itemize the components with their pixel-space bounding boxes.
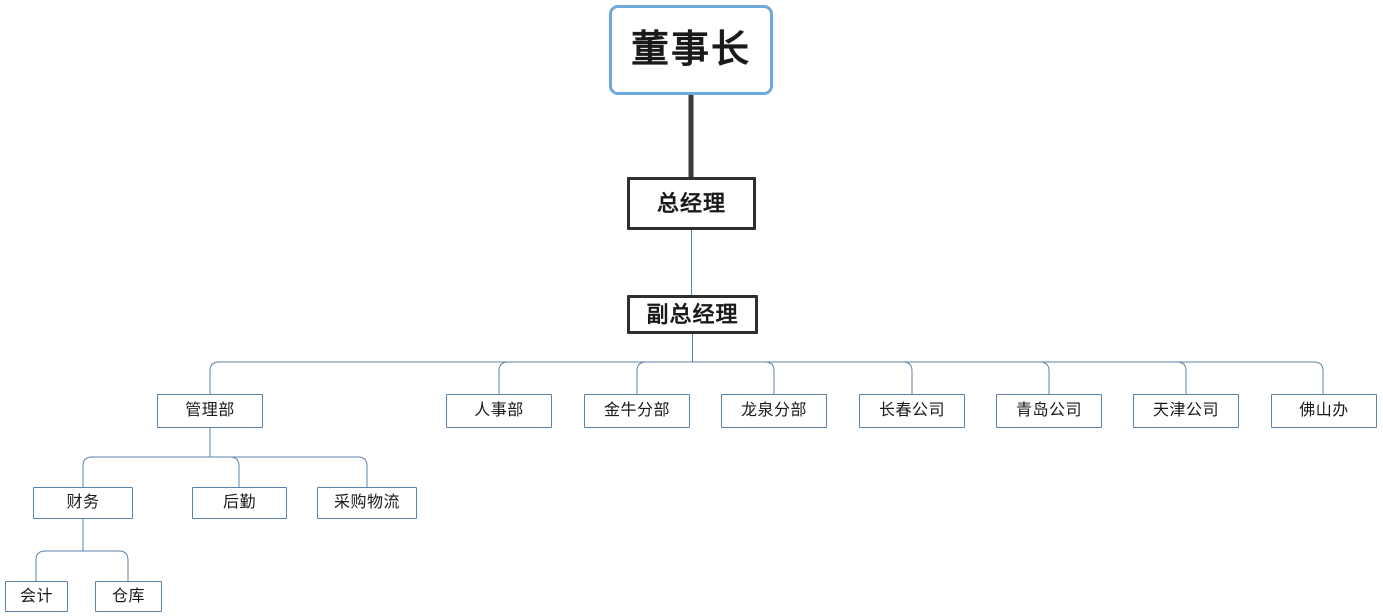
- org-node-qingdao[interactable]: 青岛公司: [996, 394, 1102, 428]
- org-node-jinniu[interactable]: 金牛分部: [584, 394, 690, 428]
- org-node-label: 财务: [66, 494, 100, 511]
- bus-branch-bus-finance-36: [35, 550, 83, 581]
- org-node-finance[interactable]: 财务: [33, 487, 133, 519]
- bus-branch-bus-deputy-1323: [692, 361, 1324, 394]
- org-node-purchase[interactable]: 采购物流: [317, 487, 417, 519]
- bus-branch-bus-finance-128: [83, 550, 129, 581]
- org-node-label: 青岛公司: [1015, 402, 1082, 419]
- bus-branch-bus-deputy-1049: [692, 361, 1050, 394]
- org-node-label: 后勤: [222, 494, 256, 511]
- org-node-hr[interactable]: 人事部: [446, 394, 552, 428]
- bus-branch-bus-deputy-637: [636, 361, 693, 394]
- org-node-tianjin[interactable]: 天津公司: [1133, 394, 1239, 428]
- bus-branch-bus-deputy-774: [692, 361, 775, 394]
- bus-branch-bus-deputy-210: [209, 361, 693, 394]
- org-node-label: 天津公司: [1152, 402, 1219, 419]
- org-node-gm[interactable]: 总经理: [627, 177, 756, 230]
- org-node-label: 仓库: [111, 587, 145, 605]
- org-node-label: 管理部: [185, 402, 235, 419]
- org-node-label: 副总经理: [646, 301, 739, 327]
- bus-branch-bus-deputy-1186: [692, 361, 1187, 394]
- org-node-label: 总经理: [656, 190, 726, 216]
- org-node-label: 金牛分部: [603, 402, 670, 419]
- org-node-changchun[interactable]: 长春公司: [859, 394, 965, 428]
- bus-branch-bus-admin-83: [82, 456, 210, 487]
- org-node-warehouse[interactable]: 仓库: [95, 581, 162, 612]
- org-node-label: 佛山办: [1299, 402, 1349, 419]
- org-node-label: 人事部: [474, 402, 524, 419]
- bus-branch-bus-admin-367: [210, 456, 368, 487]
- org-node-label: 会计: [19, 587, 53, 605]
- org-node-longquan[interactable]: 龙泉分部: [721, 394, 827, 428]
- org-node-label: 董事长: [630, 29, 751, 71]
- org-node-deputy-gm[interactable]: 副总经理: [627, 295, 758, 334]
- bus-branch-bus-deputy-499: [498, 361, 693, 394]
- org-node-admin[interactable]: 管理部: [157, 394, 263, 428]
- org-node-label: 采购物流: [333, 494, 400, 511]
- org-node-chairman[interactable]: 董事长: [609, 5, 773, 95]
- org-node-label: 长春公司: [878, 402, 945, 419]
- org-node-accounting[interactable]: 会计: [5, 581, 68, 612]
- bus-branch-bus-admin-239: [210, 456, 240, 487]
- org-node-foshan[interactable]: 佛山办: [1271, 394, 1377, 428]
- org-node-support[interactable]: 后勤: [192, 487, 287, 519]
- org-node-label: 龙泉分部: [740, 402, 807, 419]
- bus-branch-bus-deputy-912: [692, 361, 913, 394]
